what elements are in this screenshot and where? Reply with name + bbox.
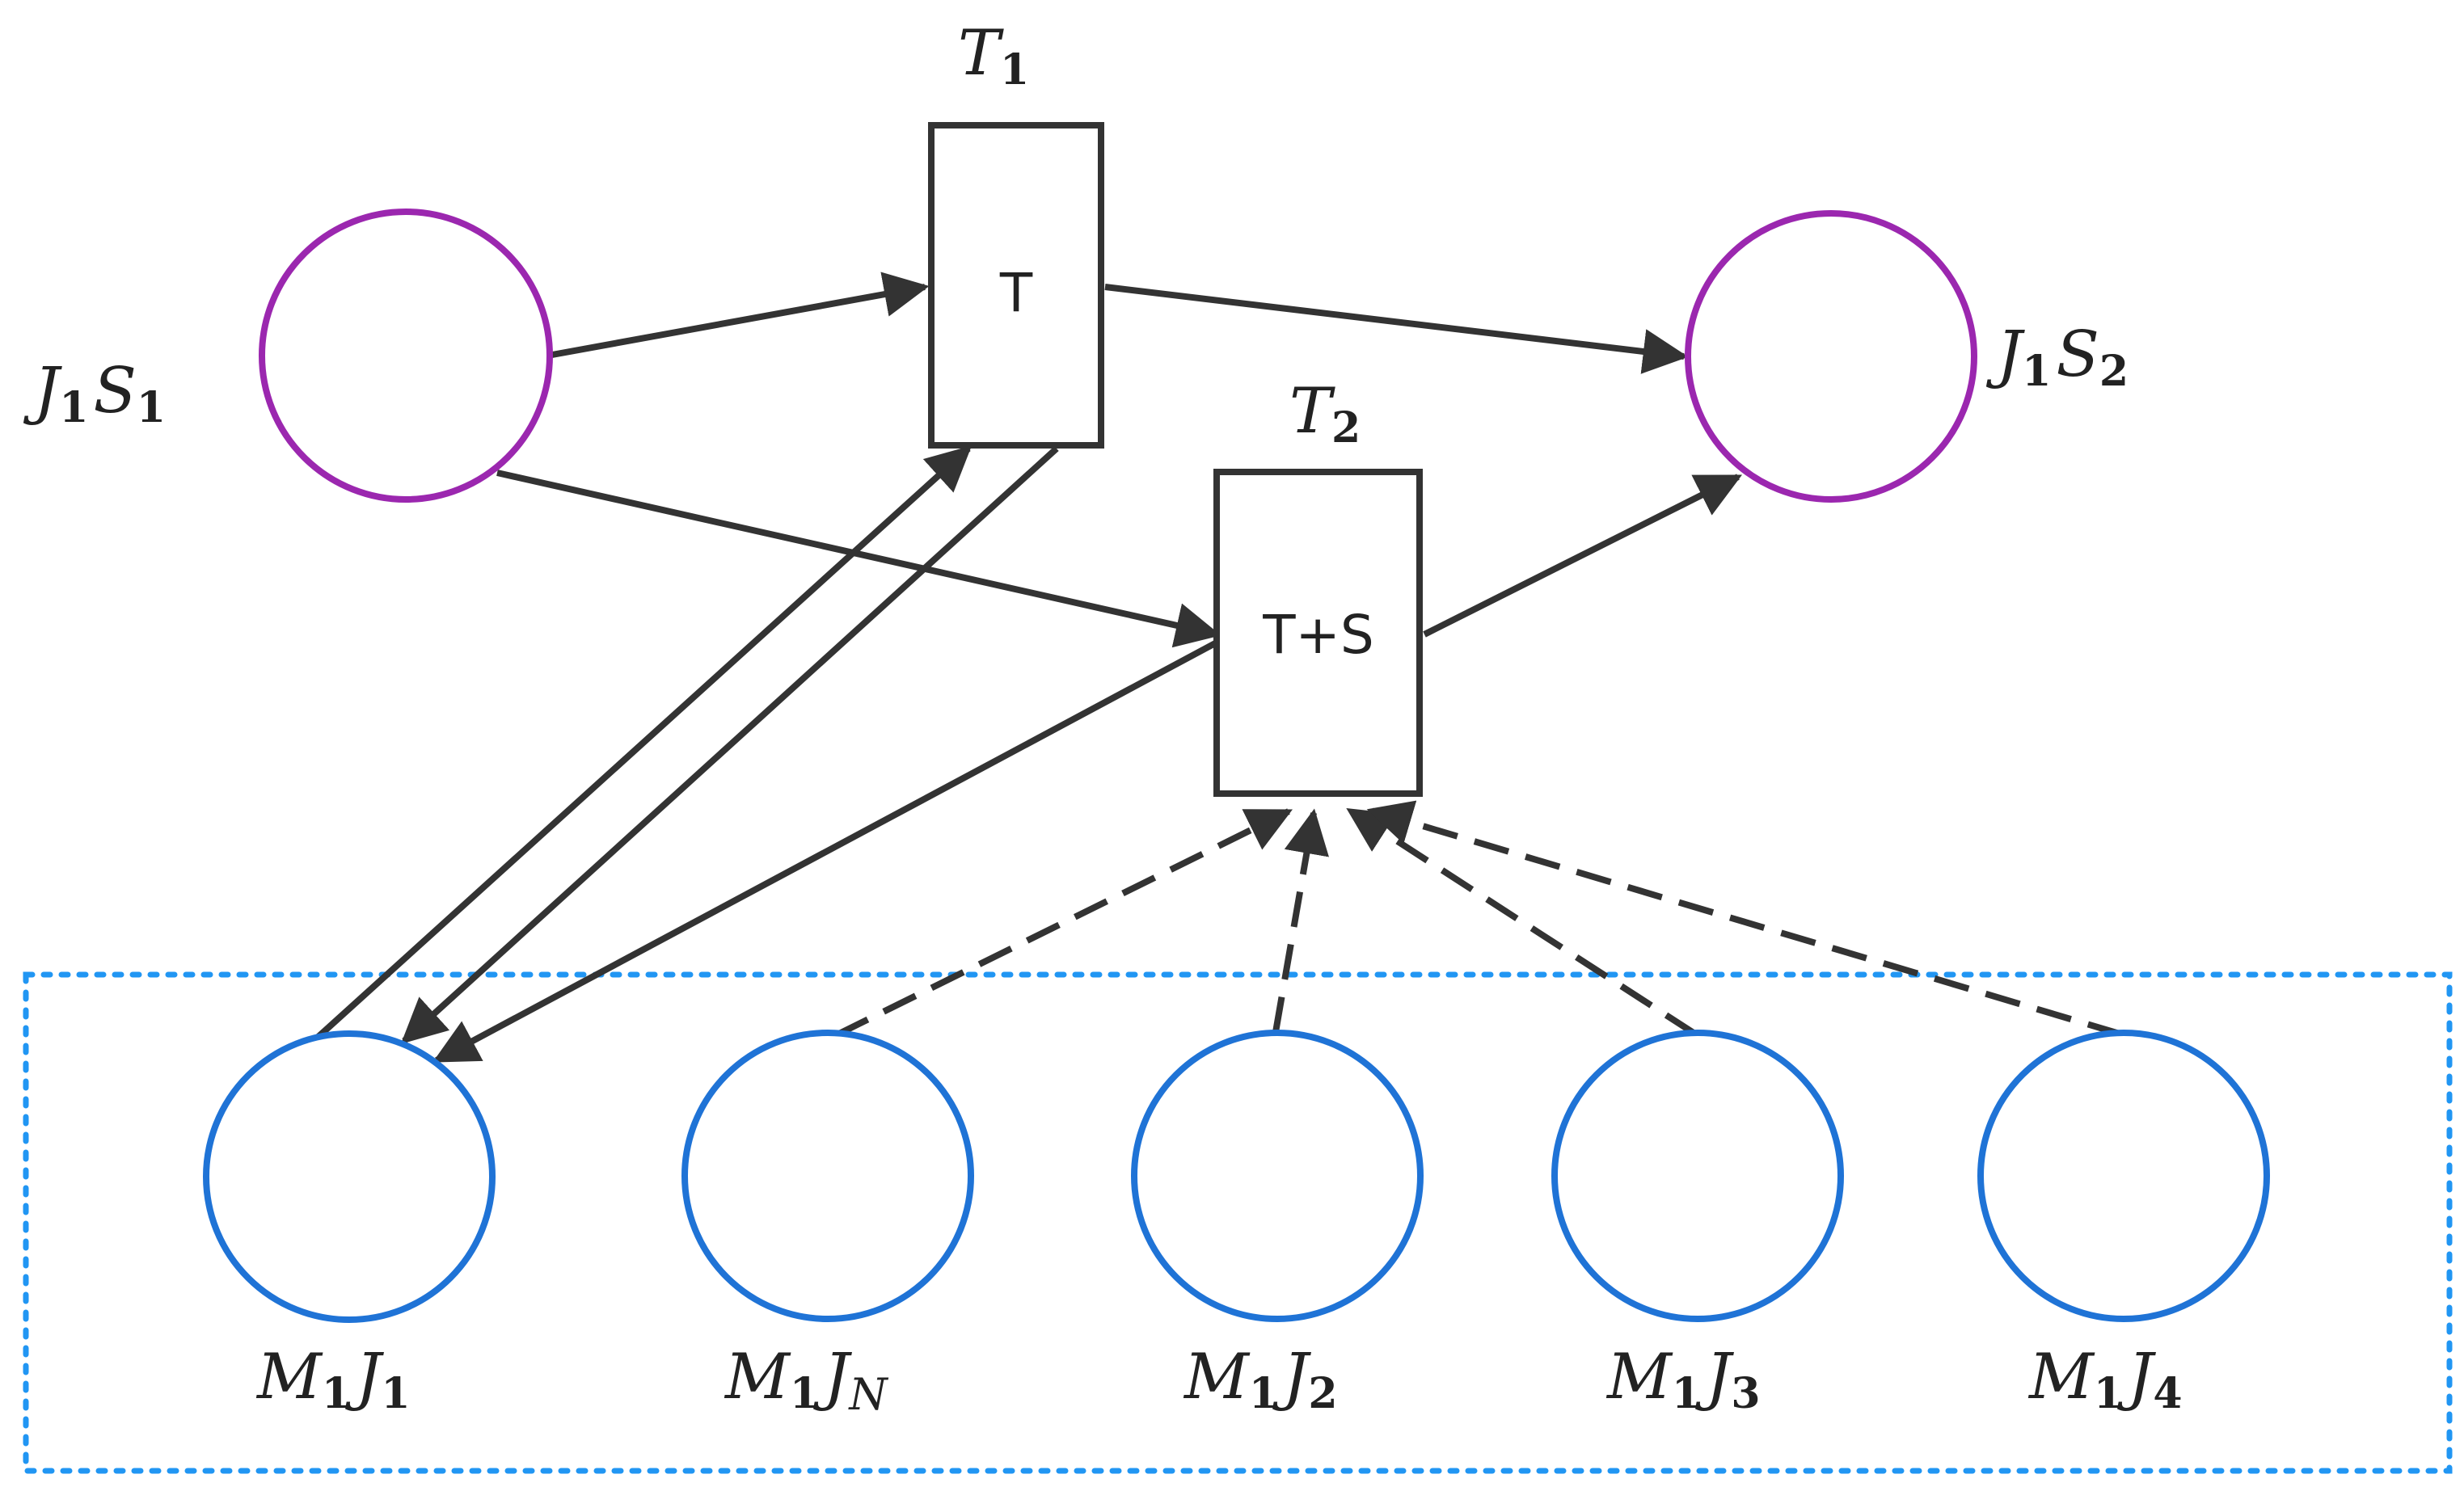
edge-t1-to-m1j1 (400, 446, 1059, 1044)
edge-m1j4-to-t2 (1366, 800, 2124, 1038)
edge-m1jn-to-t2 (834, 808, 1293, 1038)
transition-t2-label: T2 (1289, 375, 1361, 453)
place-m1j1-label: M1J1 (255, 1341, 411, 1418)
transition-t2-box-text: T+S (1262, 604, 1374, 666)
place-m1jn-circle (681, 1030, 974, 1322)
place-m1j2-circle (1131, 1030, 1424, 1322)
place-j1s1-label: J1S1 (23, 355, 166, 432)
place-m1j3-label: M1J3 (1605, 1341, 1761, 1418)
transition-t1-label: T1 (958, 17, 1029, 95)
place-j1s2-circle (1685, 210, 1977, 503)
place-m1j2-label: M1J2 (1183, 1341, 1338, 1418)
edge-m1j3-to-t2 (1346, 807, 1698, 1038)
edge-t2-to-j1s2 (1423, 474, 1743, 638)
transition-t2-box (1213, 469, 1423, 797)
machine-group-border (23, 971, 2453, 1474)
place-m1j1-circle (203, 1030, 496, 1323)
edge-m1j2-to-t2 (1272, 808, 1329, 1033)
place-m1jn-label: M1JN (724, 1341, 888, 1420)
edge-t1-to-j1s2 (1104, 284, 1689, 374)
place-m1j4-circle (1977, 1030, 2270, 1322)
place-m1j4-label: M1J4 (2027, 1341, 2183, 1418)
transition-t1-box (928, 122, 1104, 449)
place-m1j3-circle (1551, 1030, 1844, 1322)
place-j1s1-circle (259, 209, 553, 503)
edge-j1s1-to-t1 (551, 272, 930, 358)
edge-m1j1-to-t1 (311, 445, 973, 1043)
edge-t2-to-m1j1 (432, 639, 1218, 1064)
transition-t1-box-text: T (999, 262, 1033, 324)
place-j1s2-label: J1S2 (1985, 318, 2129, 396)
